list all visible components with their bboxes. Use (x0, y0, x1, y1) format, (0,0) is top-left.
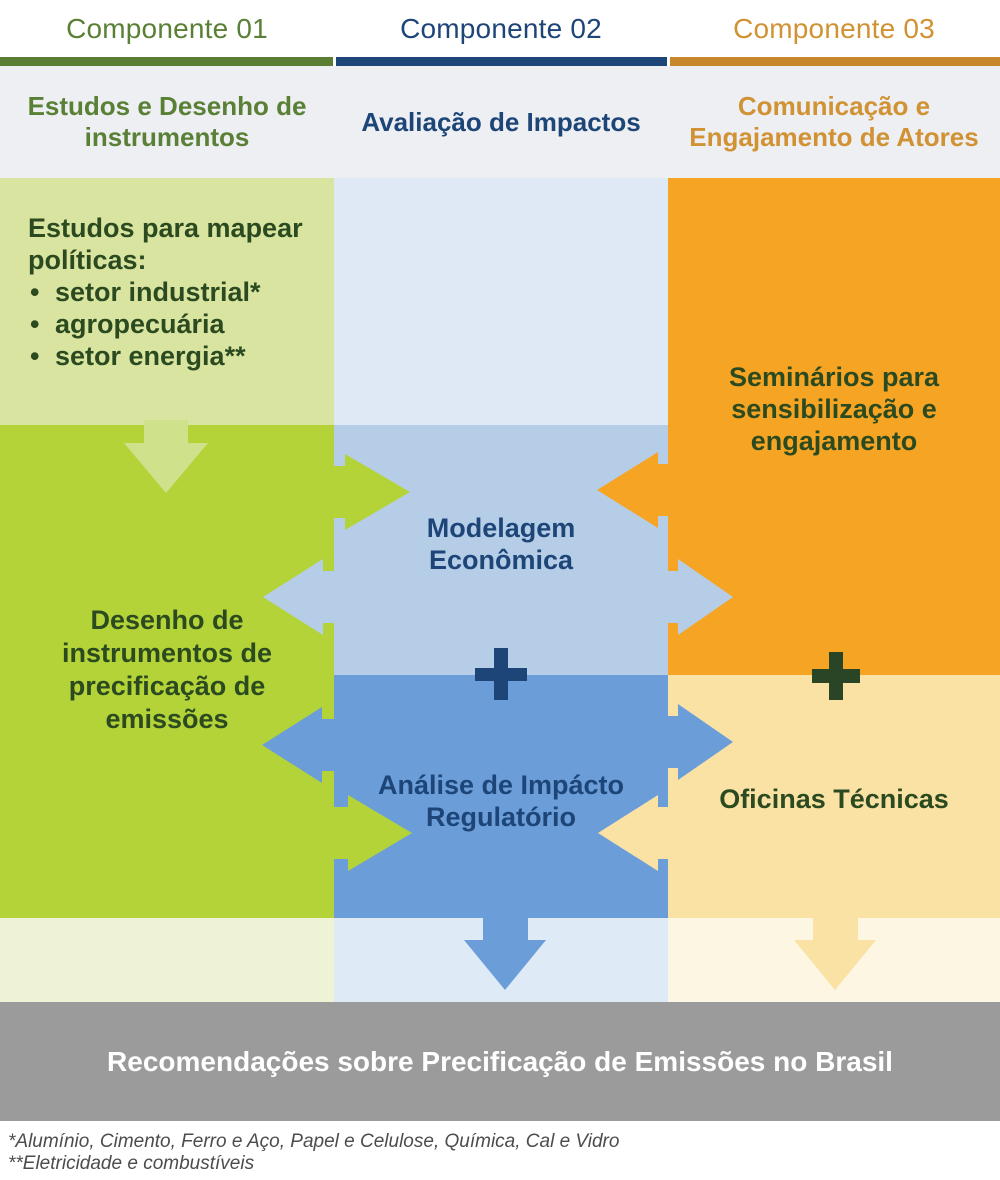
column-1-bottom-strip (0, 918, 334, 1002)
footnote: **Eletricidade e combustíveis (8, 1153, 255, 1174)
footnotes: *Alumínio, Cimento, Ferro e Aço, Papel e… (8, 1131, 619, 1175)
studies-bullet: setor energia** (28, 340, 320, 372)
studies-title: Estudos para mapear políticas: (28, 213, 303, 275)
component-1-header: Componente 01 (66, 12, 268, 44)
column-3-bottom-strip (668, 918, 1000, 1002)
recommendations-banner: Recomendações sobre Precificação de Emis… (0, 1002, 1000, 1121)
component-3-header: Componente 03 (733, 12, 935, 44)
technical-workshops-text: Oficinas Técnicas (719, 784, 949, 814)
column-2-top-area (334, 178, 668, 425)
component-3-subtitle: Comunicação e Engajamento de Atores (689, 91, 979, 152)
economic-modeling-text: Modelagem Econômica (426, 513, 576, 575)
studies-text: Estudos para mapear políticas: setor ind… (28, 212, 320, 372)
footnote: *Alumínio, Cimento, Ferro e Aço, Papel e… (8, 1131, 620, 1152)
component-2-subtitle: Avaliação de Impactos (361, 106, 641, 137)
instrument-design-text: Desenho de instrumentos de precificação … (61, 605, 273, 734)
component-3-bar (670, 57, 1000, 66)
instrument-design-block (0, 425, 334, 918)
component-1-subtitle: Estudos e Desenho de instrumentos (27, 91, 307, 152)
column-2-bottom-strip (334, 918, 668, 1002)
component-1-bar (0, 57, 333, 66)
studies-bullet: setor industrial* (28, 276, 320, 308)
component-2-bar (336, 57, 667, 66)
component-2-header: Componente 02 (400, 12, 602, 44)
studies-bullet: agropecuária (28, 308, 320, 340)
regulatory-impact-text: Análise de Impácto Regulatório (377, 770, 625, 832)
seminars-text: Seminários para sensibilização e engajam… (728, 362, 940, 456)
subtitle-band (0, 66, 1000, 178)
